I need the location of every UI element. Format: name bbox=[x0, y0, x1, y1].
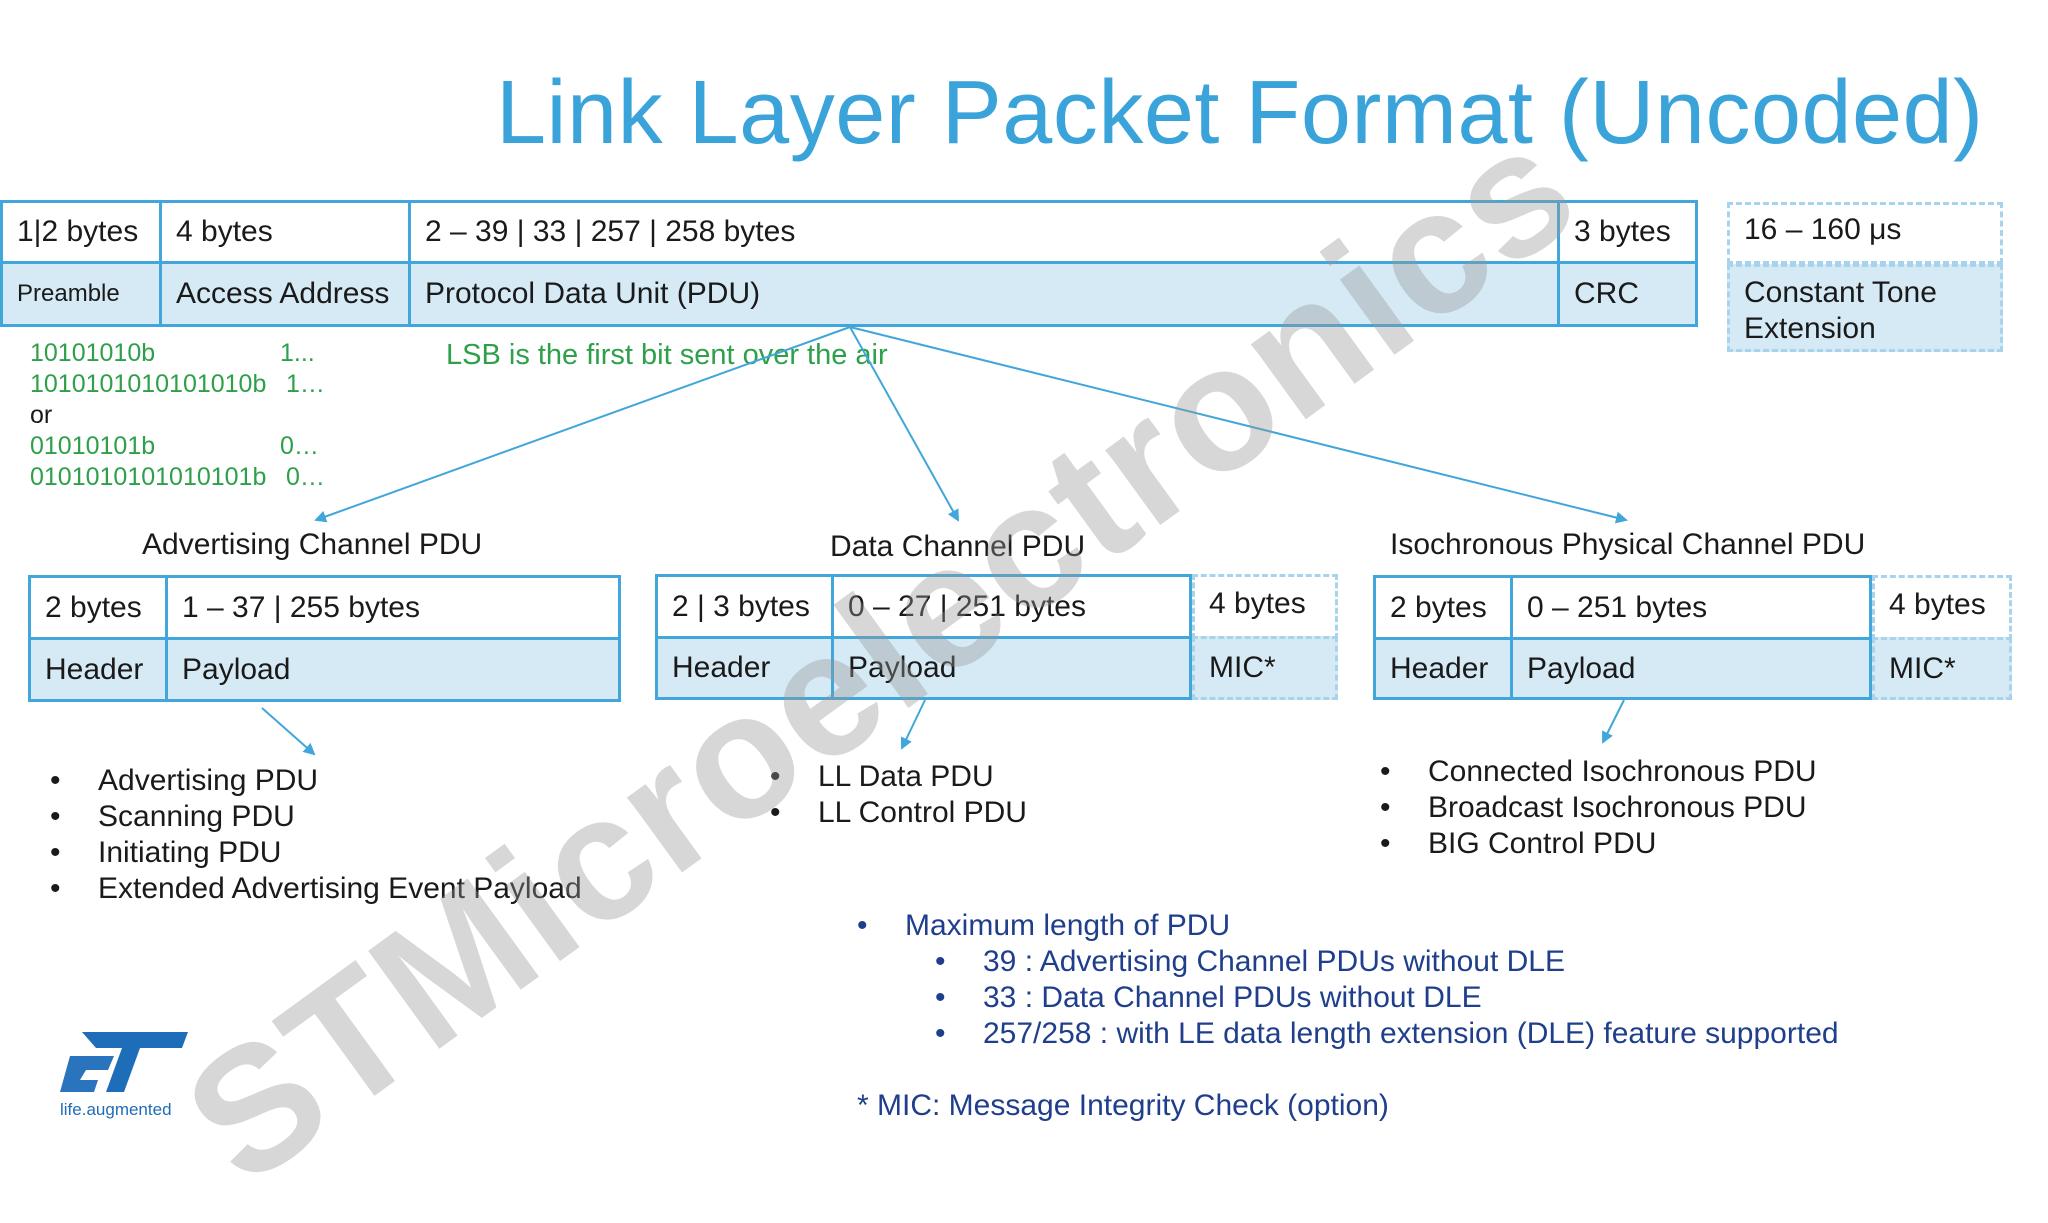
data-pdu-title: Data Channel PDU bbox=[830, 530, 1086, 563]
list-item: •LL Data PDU bbox=[770, 760, 994, 793]
st-logo-icon bbox=[60, 1032, 188, 1092]
cte-size: 16 – 160 μs bbox=[1727, 202, 2003, 264]
preamble-bin-2: 1010101010101010b bbox=[30, 370, 267, 398]
list-item: •Initiating PDU bbox=[50, 836, 282, 869]
adv-header-label: Header bbox=[28, 637, 168, 702]
arrow-to-iso bbox=[849, 326, 1628, 524]
crc-label: CRC bbox=[1557, 261, 1698, 327]
iso-header-label: Header bbox=[1373, 637, 1513, 700]
preamble-values: 10101010b 1... 1010101010101010b 1… or 0… bbox=[30, 338, 330, 498]
list-item: •Connected Isochronous PDU bbox=[1380, 755, 1817, 788]
iso-payload-size: 0 – 251 bytes bbox=[1510, 575, 1872, 640]
cte-label: Constant Tone Extension bbox=[1727, 264, 2003, 352]
arrow-to-advertising bbox=[314, 326, 851, 523]
preamble-or: or bbox=[30, 401, 53, 429]
list-item: •257/258 : with LE data length extension… bbox=[935, 1017, 1839, 1050]
data-mic-size: 4 bytes bbox=[1192, 574, 1338, 639]
max-length-notes: •Maximum length of PDU •39 : Advertising… bbox=[857, 908, 1839, 1052]
list-item: •33 : Data Channel PDUs without DLE bbox=[935, 981, 1482, 1014]
iso-mic-label: MIC* bbox=[1872, 637, 2012, 700]
arrow-iso-list bbox=[1602, 699, 1625, 744]
logo-tagline: life.augmented bbox=[60, 1100, 172, 1119]
arrow-to-data bbox=[849, 326, 959, 522]
preamble-bin-3: 01010101b bbox=[30, 432, 156, 460]
preamble-bin-4: 0101010101010101b bbox=[30, 463, 267, 491]
iso-mic-size: 4 bytes bbox=[1872, 575, 2012, 640]
pdu-label: Protocol Data Unit (PDU) bbox=[408, 261, 1560, 327]
list-item: •Advertising PDU bbox=[50, 764, 319, 797]
connector-arrows bbox=[261, 326, 1628, 756]
iso-pdu-title: Isochronous Physical Channel PDU bbox=[1390, 528, 1866, 561]
preamble-seq-4: 0… bbox=[286, 463, 325, 491]
adv-payload-label: Payload bbox=[165, 637, 621, 702]
iso-payload-label: Payload bbox=[1510, 637, 1872, 700]
arrow-data-list bbox=[900, 699, 926, 750]
preamble-seq-1: 1... bbox=[280, 339, 315, 367]
st-logo: life.augmented bbox=[58, 1030, 198, 1122]
arrow-adv-list bbox=[261, 707, 316, 756]
max-length-heading: •Maximum length of PDU bbox=[857, 909, 1231, 942]
data-pdu-list: •LL Data PDU •LL Control PDU bbox=[770, 759, 1027, 831]
footnote: * MIC: Message Integrity Check (option) bbox=[857, 1089, 1389, 1122]
iso-pdu-list: •Connected Isochronous PDU •Broadcast Is… bbox=[1380, 754, 1817, 862]
page-title: Link Layer Packet Format (Uncoded) bbox=[496, 63, 1984, 163]
list-item: •LL Control PDU bbox=[770, 796, 1027, 829]
list-item: •Scanning PDU bbox=[50, 800, 295, 833]
preamble-seq-2: 1… bbox=[286, 370, 325, 398]
advertising-pdu-title: Advertising Channel PDU bbox=[142, 528, 483, 561]
access-address-label: Access Address bbox=[159, 261, 411, 327]
preamble-seq-3: 0… bbox=[280, 432, 319, 460]
advertising-pdu-list: •Advertising PDU •Scanning PDU •Initiati… bbox=[50, 763, 582, 907]
list-item: •39 : Advertising Channel PDUs without D… bbox=[935, 945, 1565, 978]
data-payload-label: Payload bbox=[831, 636, 1192, 700]
list-item: •BIG Control PDU bbox=[1380, 827, 1657, 860]
data-mic-label: MIC* bbox=[1192, 636, 1338, 700]
adv-header-size: 2 bytes bbox=[28, 575, 168, 640]
adv-payload-size: 1 – 37 | 255 bytes bbox=[165, 575, 621, 640]
data-header-label: Header bbox=[655, 636, 834, 700]
iso-header-size: 2 bytes bbox=[1373, 575, 1513, 640]
preamble-label: Preamble bbox=[0, 261, 162, 327]
lsb-note: LSB is the first bit sent over the air bbox=[446, 339, 888, 371]
preamble-bin-1: 10101010b bbox=[30, 339, 156, 367]
list-item: •Broadcast Isochronous PDU bbox=[1380, 791, 1807, 824]
list-item: •Extended Advertising Event Payload bbox=[50, 872, 582, 905]
